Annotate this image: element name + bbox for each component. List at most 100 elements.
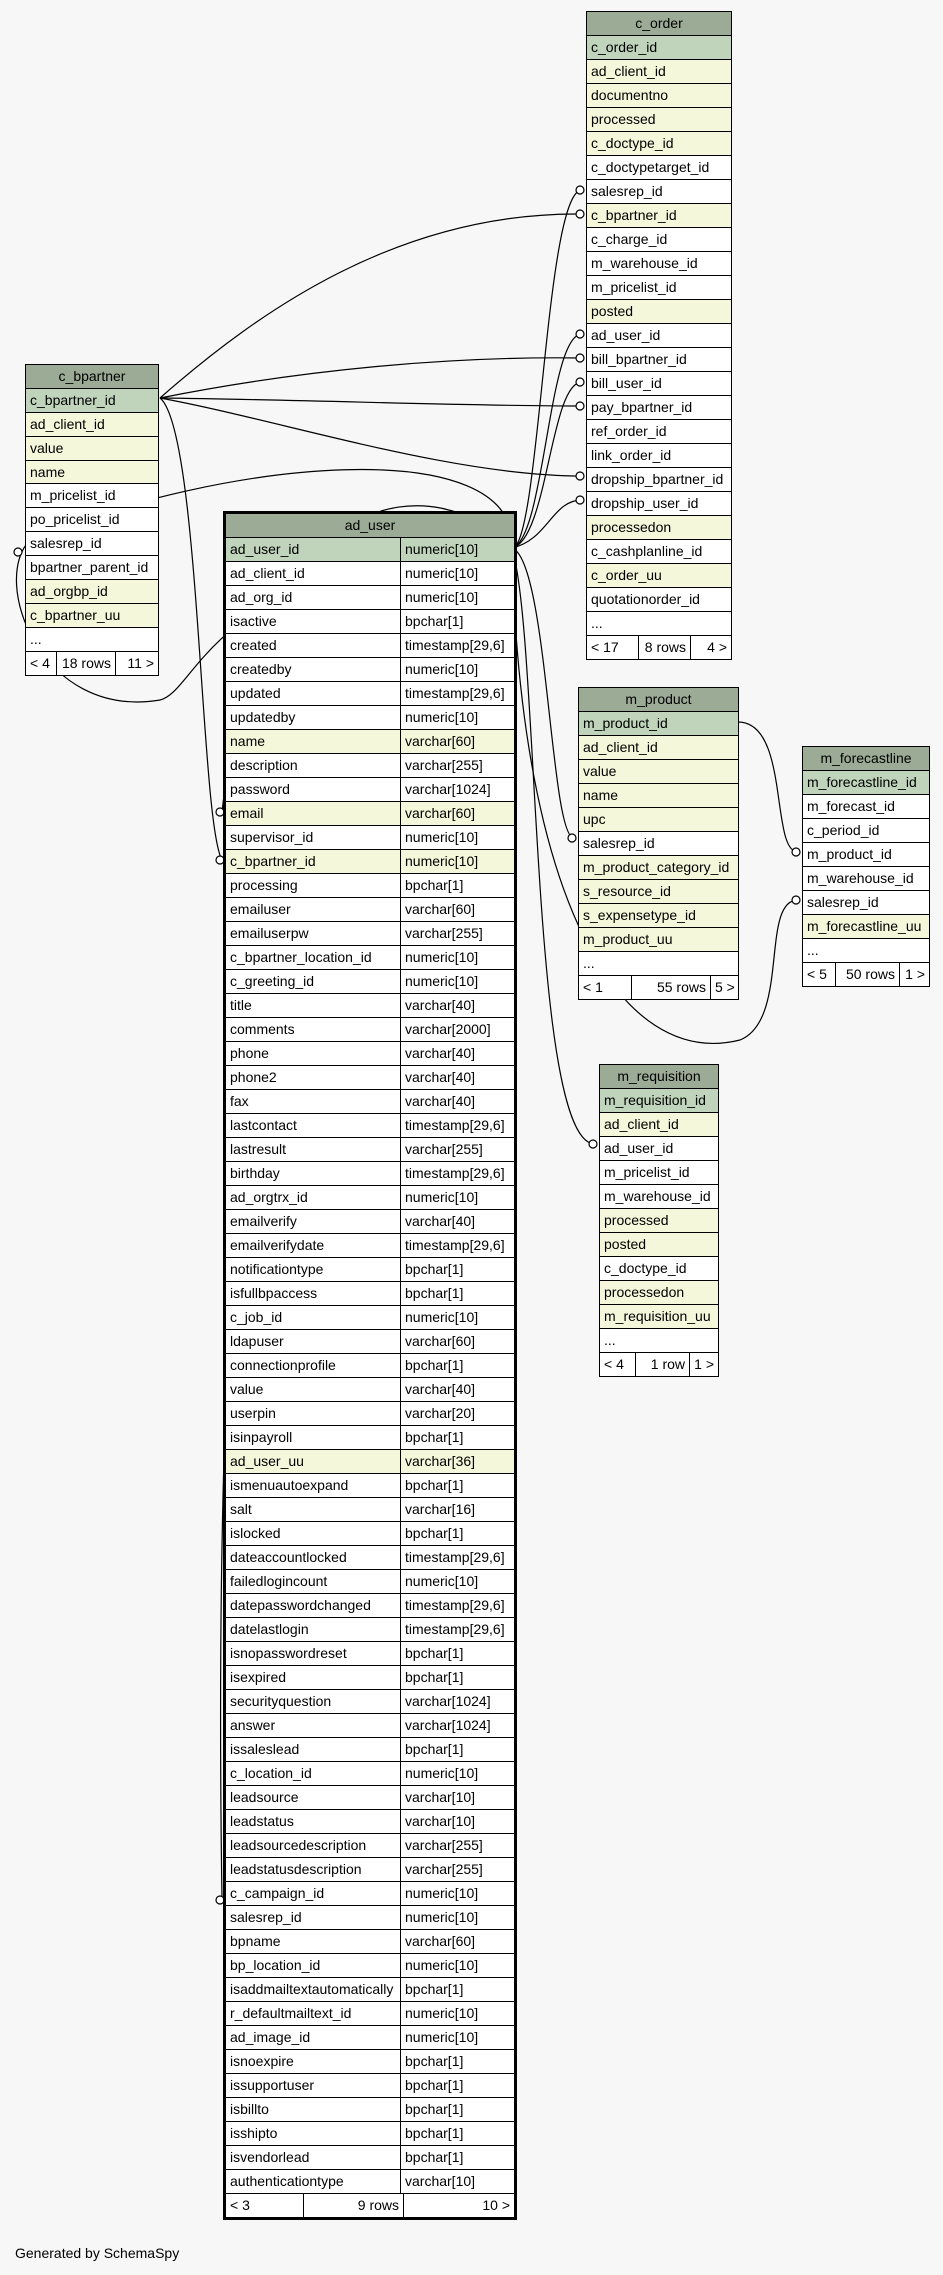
- m_requisition-row-ad-user-id[interactable]: ad_user_id: [600, 1137, 718, 1161]
- c_order-row-c-cashplanline-id[interactable]: c_cashplanline_id: [587, 540, 731, 564]
- m_product-title[interactable]: m_product: [579, 688, 738, 712]
- c_order-row-ad-user-id[interactable]: ad_user_id: [587, 324, 731, 348]
- m_requisition-row-more[interactable]: ...: [600, 1329, 718, 1353]
- m_forecastline-children-count[interactable]: 1 >: [899, 963, 929, 986]
- m_forecastline-row-m-forecastline-id[interactable]: m_forecastline_id: [803, 771, 929, 795]
- c_bpartner-row-m-pricelist-id[interactable]: m_pricelist_id: [26, 484, 158, 509]
- c_order-row-pay-bpartner-id[interactable]: pay_bpartner_id: [587, 396, 731, 420]
- m_requisition-row-ad-client-id[interactable]: ad_client_id: [600, 1113, 718, 1137]
- c_order-row-m-pricelist-id[interactable]: m_pricelist_id: [587, 276, 731, 300]
- m_requisition-parents-count[interactable]: < 4: [604, 1356, 624, 1372]
- c_bpartner-row-more[interactable]: ...: [26, 627, 158, 652]
- m_requisition-row-m-warehouse-id[interactable]: m_warehouse_id: [600, 1185, 718, 1209]
- c_order-row-processed[interactable]: processed: [587, 108, 731, 132]
- m_requisition-row-m-requisition-id[interactable]: m_requisition_id: [600, 1089, 718, 1113]
- c_bpartner-row-salesrep-id[interactable]: salesrep_id: [26, 532, 158, 557]
- m_product-parents-count[interactable]: < 1: [583, 979, 603, 995]
- m_forecastline-row-m-forecastline-uu[interactable]: m_forecastline_uu: [803, 915, 929, 939]
- m_forecastline-row-salesrep-id[interactable]: salesrep_id: [803, 891, 929, 915]
- c_bpartner-title[interactable]: c_bpartner: [26, 365, 158, 389]
- m_product-row-m-product-uu[interactable]: m_product_uu: [579, 928, 738, 952]
- c_order-row-c-doctypetarget-id[interactable]: c_doctypetarget_id: [587, 156, 731, 180]
- c_bpartner-row-po-pricelist-id[interactable]: po_pricelist_id: [26, 508, 158, 533]
- m_forecastline-row-m-forecast-id[interactable]: m_forecast_id: [803, 795, 929, 819]
- m_requisition-row-c-doctype-id[interactable]: c_doctype_id: [600, 1257, 718, 1281]
- c_order-row-c-order-uu[interactable]: c_order_uu: [587, 564, 731, 588]
- m_product-row-salesrep-id[interactable]: salesrep_id: [579, 832, 738, 856]
- c_order-row-c-charge-id[interactable]: c_charge_id: [587, 228, 731, 252]
- m_product-row-m-product-category-id[interactable]: m_product_category_id: [579, 856, 738, 880]
- c_order-row-more[interactable]: ...: [587, 612, 731, 636]
- c_bpartner-row-ad-client-id[interactable]: ad_client_id: [26, 412, 158, 437]
- m_requisition-row-m-requisition-uu[interactable]: m_requisition_uu: [600, 1305, 718, 1329]
- c_order-row-link-order-id[interactable]: link_order_id: [587, 444, 731, 468]
- m_product-row-value[interactable]: value: [579, 760, 738, 784]
- m_product-row-name[interactable]: name: [579, 784, 738, 808]
- m_forecastline-title[interactable]: m_forecastline: [803, 747, 929, 771]
- ad_user-parents-count[interactable]: < 3: [230, 2197, 250, 2213]
- c_bpartner-row-bpartner-parent-id[interactable]: bpartner_parent_id: [26, 556, 158, 581]
- c_bpartner-row-c-bpartner-uu[interactable]: c_bpartner_uu: [26, 603, 158, 628]
- c_order-row-c-doctype-id[interactable]: c_doctype_id: [587, 132, 731, 156]
- m_forecastline-parents-count[interactable]: < 5: [807, 966, 827, 982]
- ad_user-children-count[interactable]: 10 >: [403, 2194, 514, 2217]
- c_bpartner-row-name[interactable]: name: [26, 460, 158, 485]
- c_order-row-salesrep-id[interactable]: salesrep_id: [587, 180, 731, 204]
- c_order-row-documentno[interactable]: documentno: [587, 84, 731, 108]
- c_order-title[interactable]: c_order: [587, 12, 731, 36]
- m_forecastline-row-m-warehouse-id[interactable]: m_warehouse_id: [803, 867, 929, 891]
- m_product-row-s-expensetype-id[interactable]: s_expensetype_id: [579, 904, 738, 928]
- m_product-row-s-resource-id[interactable]: s_resource_id: [579, 880, 738, 904]
- m_requisition-children-count[interactable]: 1 >: [689, 1353, 718, 1376]
- c_order-row-ad-client-id[interactable]: ad_client_id: [587, 60, 731, 84]
